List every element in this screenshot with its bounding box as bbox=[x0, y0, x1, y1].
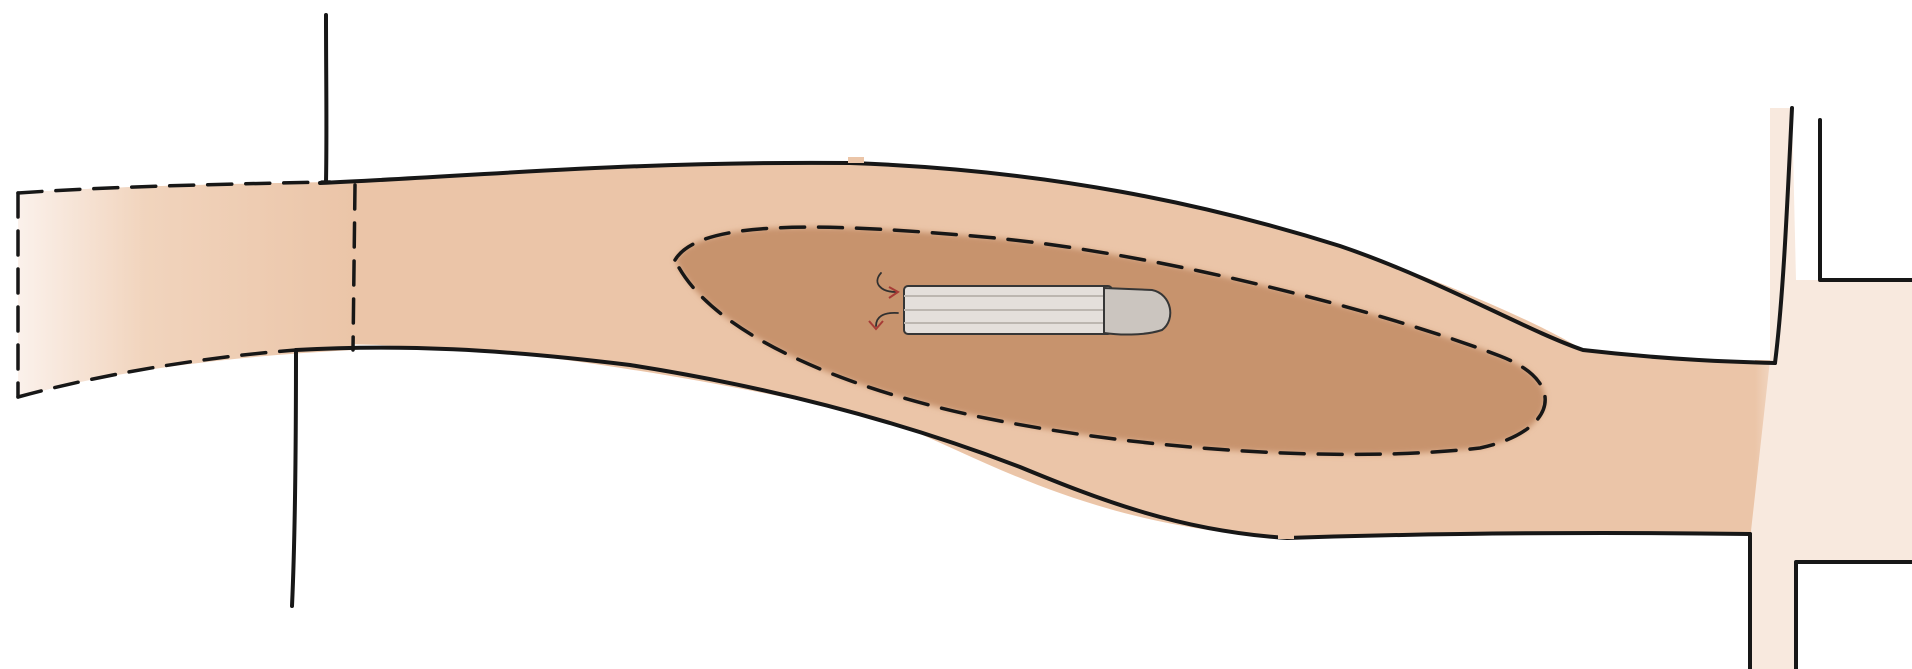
inlet-fade bbox=[18, 182, 353, 397]
cartridge-device bbox=[904, 286, 1170, 335]
right-chamber-fill bbox=[1750, 108, 1912, 669]
lesion-fill bbox=[675, 227, 1545, 454]
right-chamber-inner-line bbox=[1820, 120, 1912, 280]
right-chamber-lower-branch bbox=[1796, 562, 1912, 669]
cartridge-tip bbox=[1104, 288, 1170, 335]
lesion-region bbox=[675, 227, 1545, 454]
left-lower-vertical-line bbox=[292, 350, 296, 606]
